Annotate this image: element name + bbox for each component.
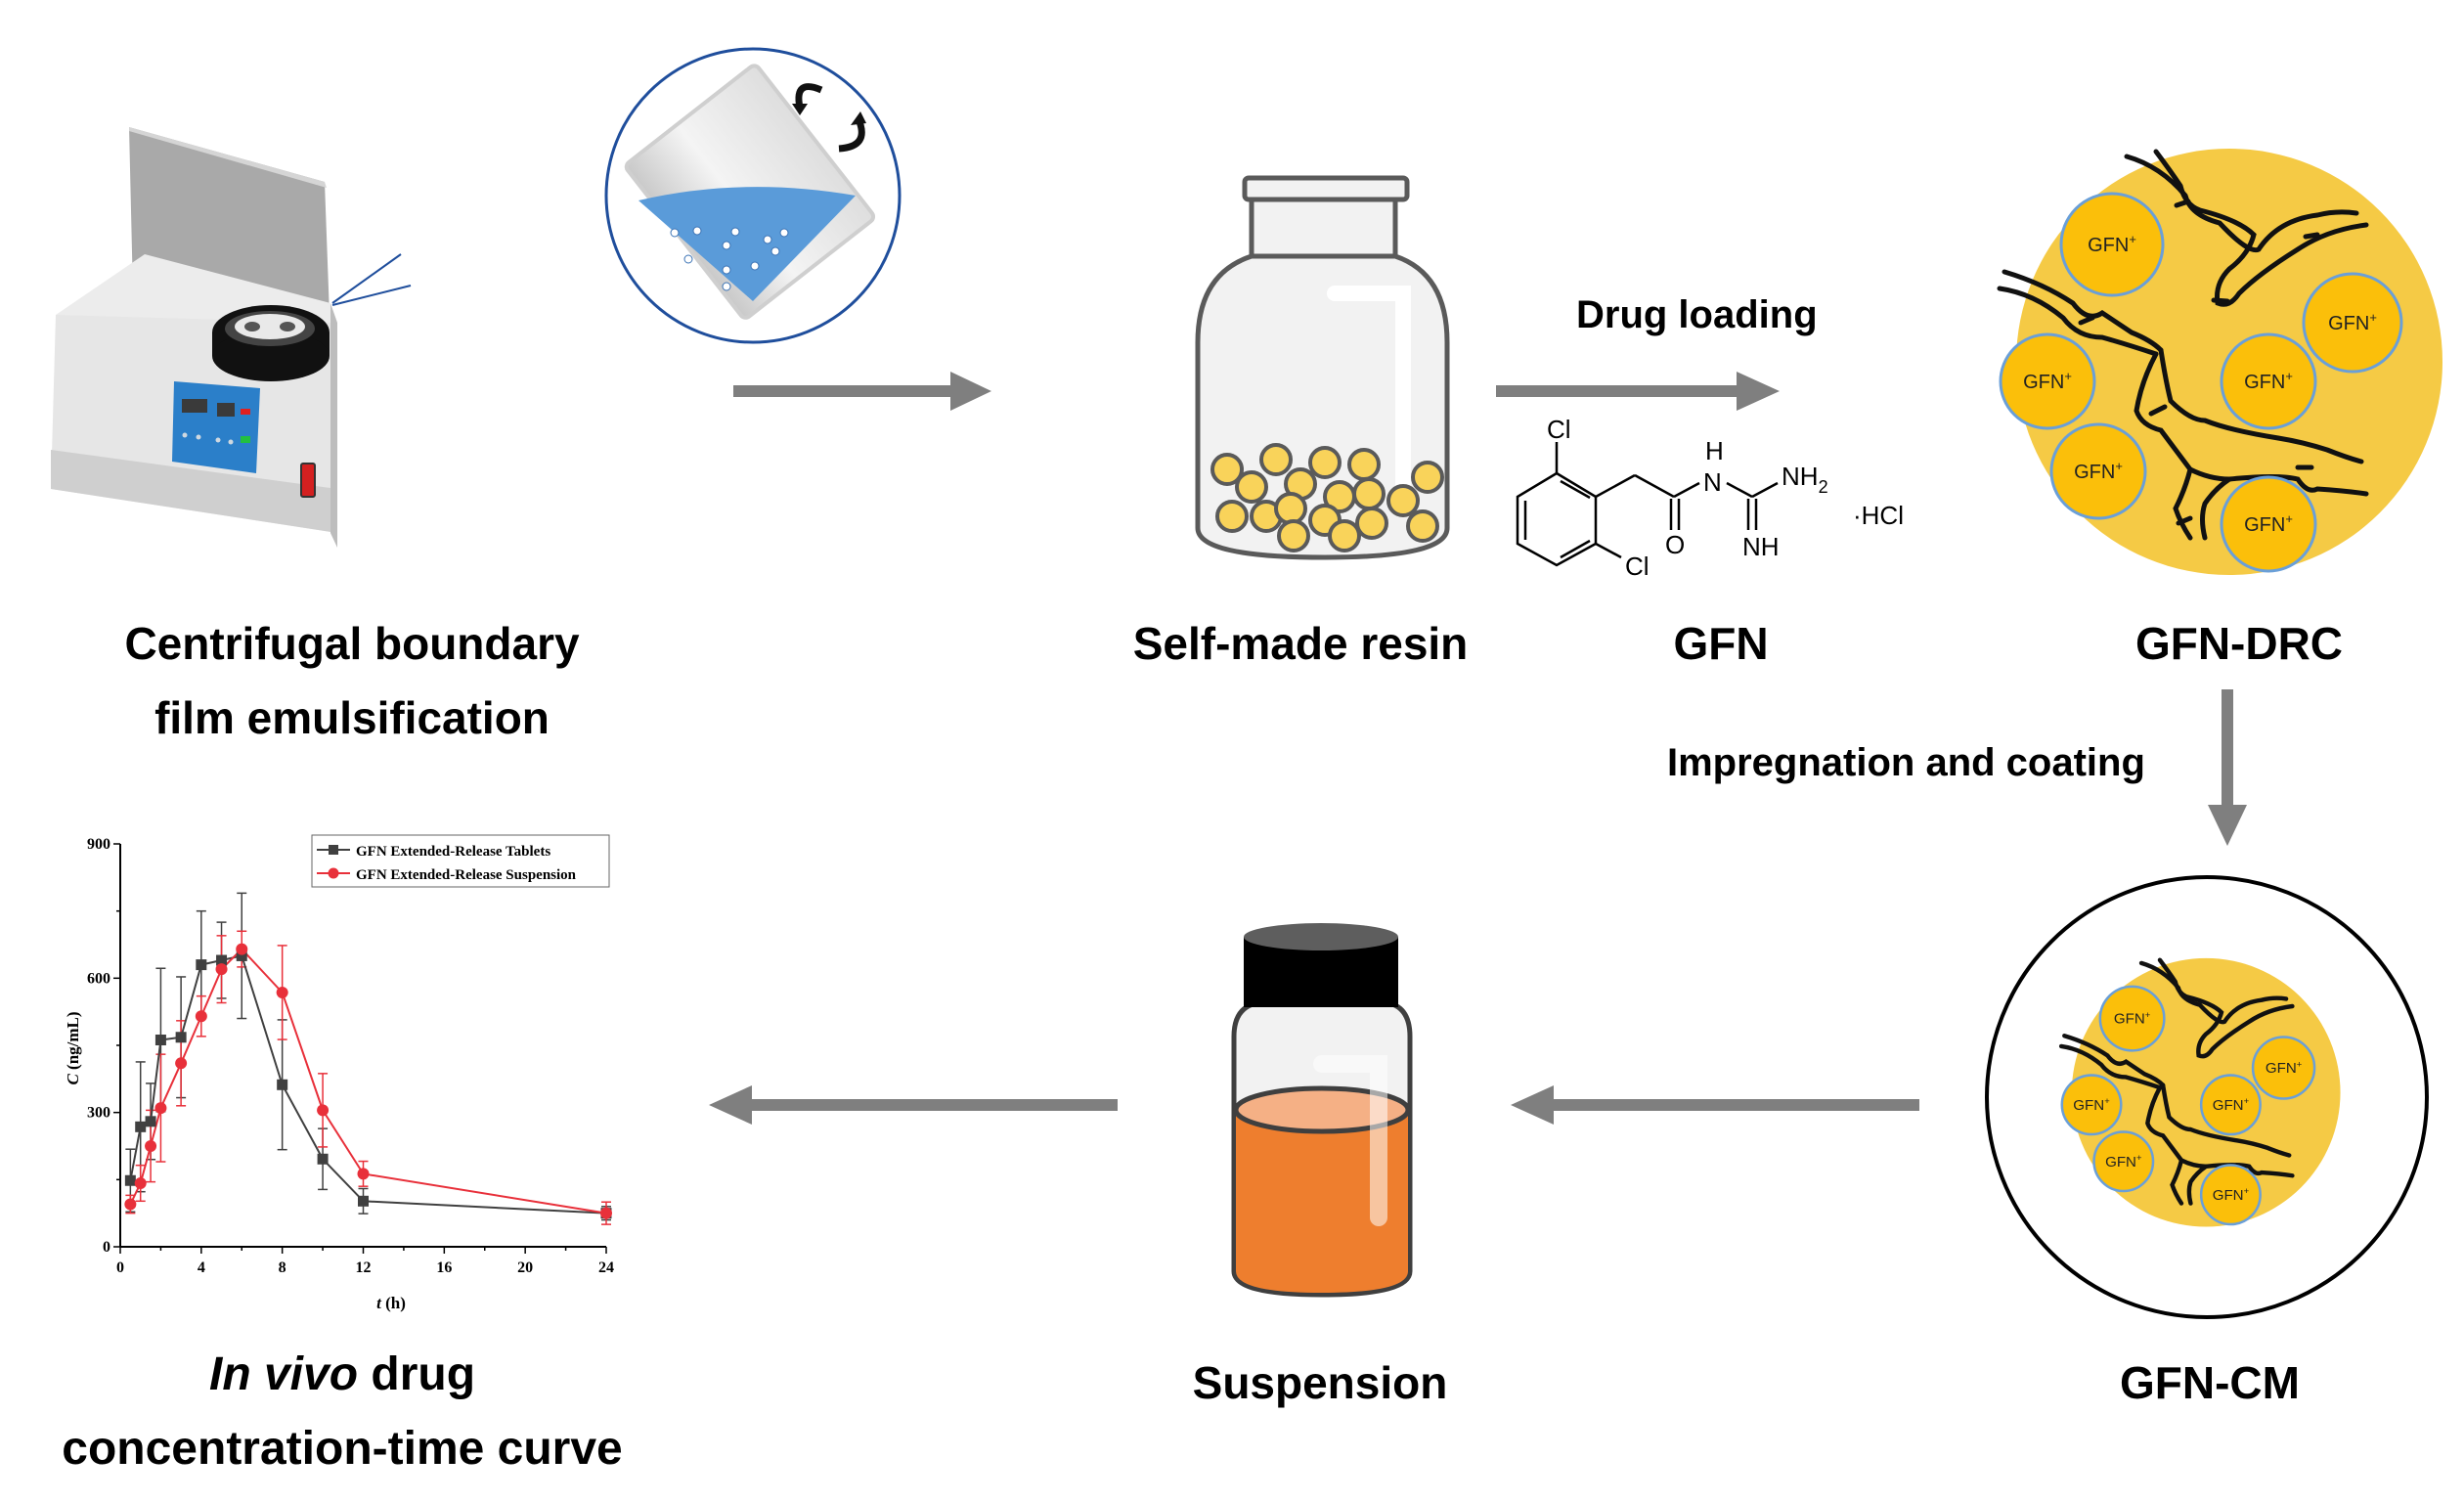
molecule-nh: NH: [1742, 532, 1780, 561]
gfn-particle-label: GFN+: [2074, 459, 2123, 483]
invivo-label-line1: In vivo drug: [208, 1348, 476, 1400]
molecule-nh2: NH2: [1782, 462, 1828, 497]
gfn-particle-label: GFN+: [2213, 1096, 2250, 1114]
legend-tablets-label: GFN Extended-Release Tablets: [356, 844, 550, 860]
gfn-particle-label: GFN+: [2244, 369, 2293, 393]
data-point-tablets: [358, 1195, 369, 1207]
data-point-tablets: [154, 1035, 166, 1046]
drug-loading-label: Drug loading: [1576, 293, 1818, 336]
resin-jar: [1195, 175, 1450, 560]
legend-tablets-marker: [329, 845, 338, 855]
molecule-h: H: [1705, 436, 1724, 465]
gfn-particle-label: GFN+: [2023, 369, 2072, 393]
gfn-particles: [1999, 192, 2403, 573]
suspension-bottle: [1231, 923, 1413, 1298]
centrifuge-illustration: [51, 127, 412, 548]
suspension-liquid: [1236, 1110, 1408, 1293]
data-point-tablets: [196, 959, 207, 971]
y-tick-label: 0: [103, 1239, 110, 1256]
data-point-suspension: [134, 1176, 147, 1189]
gfn-particle-label: GFN+: [2213, 1186, 2250, 1204]
gfn-particle-label: GFN+: [2244, 511, 2293, 536]
molecule-hcl: ·HCl: [1853, 501, 1904, 530]
gfn-cm-label: GFN-CM: [2120, 1357, 2300, 1408]
flow-arrow-3: [2208, 689, 2247, 846]
gfn-drc-label: GFN-DRC: [2134, 618, 2344, 669]
rotation-arrow-icon: [795, 83, 823, 109]
data-point-tablets: [124, 1174, 136, 1186]
chart-x-axis-label: t (h): [376, 1294, 406, 1312]
legend-suspension-label: GFN Extended-Release Suspension: [356, 867, 577, 883]
data-point-suspension: [317, 1104, 330, 1117]
resin-label: Self-made resin: [1132, 618, 1469, 669]
data-point-tablets: [216, 954, 228, 966]
legend-suspension-marker: [328, 867, 339, 879]
gfn-particle-label: GFN+: [2266, 1059, 2303, 1077]
gfn-particle-label: GFN+: [2105, 1153, 2142, 1171]
centrifuge-label: Centrifugal boundary film emulsification: [20, 606, 684, 755]
x-tick-label: 4: [198, 1259, 205, 1276]
resin-beads: [1210, 443, 1444, 552]
y-tick-label: 600: [87, 970, 110, 987]
data-point-tablets: [317, 1153, 329, 1165]
invivo-label-line2: concentration-time curve: [62, 1423, 623, 1475]
data-point-suspension: [215, 963, 228, 976]
flow-arrow-1: [733, 372, 991, 411]
data-point-tablets: [236, 950, 247, 961]
y-tick-label: 300: [87, 1105, 110, 1122]
molecule-cl-top: Cl: [1547, 415, 1571, 444]
control-panel: [172, 381, 260, 473]
y-tick-label: 900: [87, 836, 110, 853]
flow-arrow-2: [1496, 372, 1780, 411]
centrifuge-label-line1: Centrifugal boundary: [124, 618, 580, 669]
gfn-molecule-structure: Cl Cl O H N NH2 NH ·HCl: [1516, 415, 1904, 581]
gfn-cm-illustration: GFN+ GFN+ GFN+ GFN+ GFN+ GFN+: [1985, 875, 2429, 1319]
data-point-suspension: [145, 1140, 157, 1152]
invivo-label: In vivo drug concentration-time curve: [10, 1338, 675, 1486]
series-line-suspension: [129, 948, 607, 1215]
chart-y-axis-label: C (ng/mL): [64, 1011, 82, 1084]
data-point-suspension: [154, 1102, 167, 1115]
gfn-particle-label: GFN+: [2328, 310, 2377, 334]
data-point-tablets: [175, 1032, 187, 1043]
data-point-suspension: [236, 943, 248, 955]
data-point-tablets: [145, 1116, 156, 1127]
centrifuge-body-side: [330, 303, 337, 548]
magnified-beaker-callout: [604, 47, 902, 344]
data-point-suspension: [195, 1010, 207, 1023]
x-tick-label: 20: [517, 1259, 533, 1276]
x-tick-label: 24: [598, 1259, 614, 1276]
gfn-drc-illustration: GFN+ GFN+ GFN+ GFN+ GFN+ GFN+: [1997, 149, 2442, 575]
impregnation-label: Impregnation and coating: [1667, 741, 2145, 784]
data-point-suspension: [276, 986, 288, 998]
suspension-label: Suspension: [1192, 1357, 1448, 1408]
x-tick-label: 16: [436, 1259, 452, 1276]
x-tick-label: 12: [356, 1259, 372, 1276]
molecule-n: N: [1703, 467, 1722, 497]
data-point-suspension: [357, 1168, 370, 1180]
data-point-tablets: [277, 1079, 288, 1090]
beaker-liquid: [638, 187, 856, 301]
data-point-tablets: [135, 1121, 147, 1132]
gfn-particle-label: GFN+: [2073, 1096, 2110, 1114]
centrifuge-label-line2: film emulsification: [154, 692, 550, 743]
power-switch: [300, 463, 316, 498]
gfn-label: GFN: [1673, 618, 1769, 669]
x-tick-label: 0: [116, 1259, 124, 1276]
molecule-o: O: [1665, 530, 1685, 559]
data-point-suspension: [124, 1198, 137, 1211]
gfn-particle-label: GFN+: [2088, 232, 2136, 256]
chart-legend: [311, 834, 610, 888]
flow-arrow-5: [709, 1085, 1118, 1125]
molecule-cl-bottom: Cl: [1625, 552, 1650, 581]
gfn-particle-label: GFN+: [2114, 1010, 2151, 1028]
data-point-suspension: [600, 1207, 612, 1219]
x-tick-label: 8: [279, 1259, 286, 1276]
flow-arrow-4: [1511, 1085, 1919, 1125]
concentration-time-chart: 0 4 8 12 16 20 24 0 300 600 900 GFN Extended-Relea…: [64, 834, 614, 1312]
data-point-suspension: [175, 1057, 188, 1070]
